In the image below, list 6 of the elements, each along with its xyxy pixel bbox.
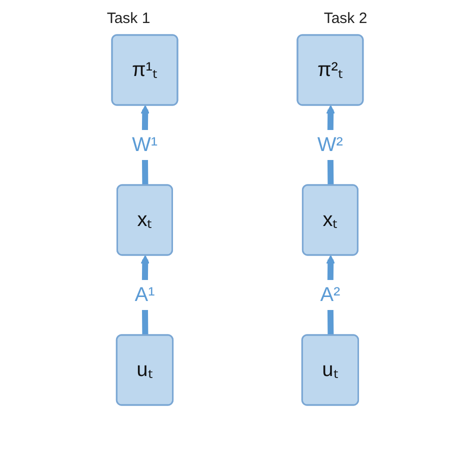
- edge-label: A²: [320, 284, 340, 306]
- edge-label: A¹: [134, 284, 154, 306]
- edge-label: W²: [316, 134, 343, 156]
- task-heading: Task 1: [106, 10, 150, 27]
- edge-label: W¹: [131, 134, 158, 156]
- task-heading: Task 2: [324, 10, 368, 27]
